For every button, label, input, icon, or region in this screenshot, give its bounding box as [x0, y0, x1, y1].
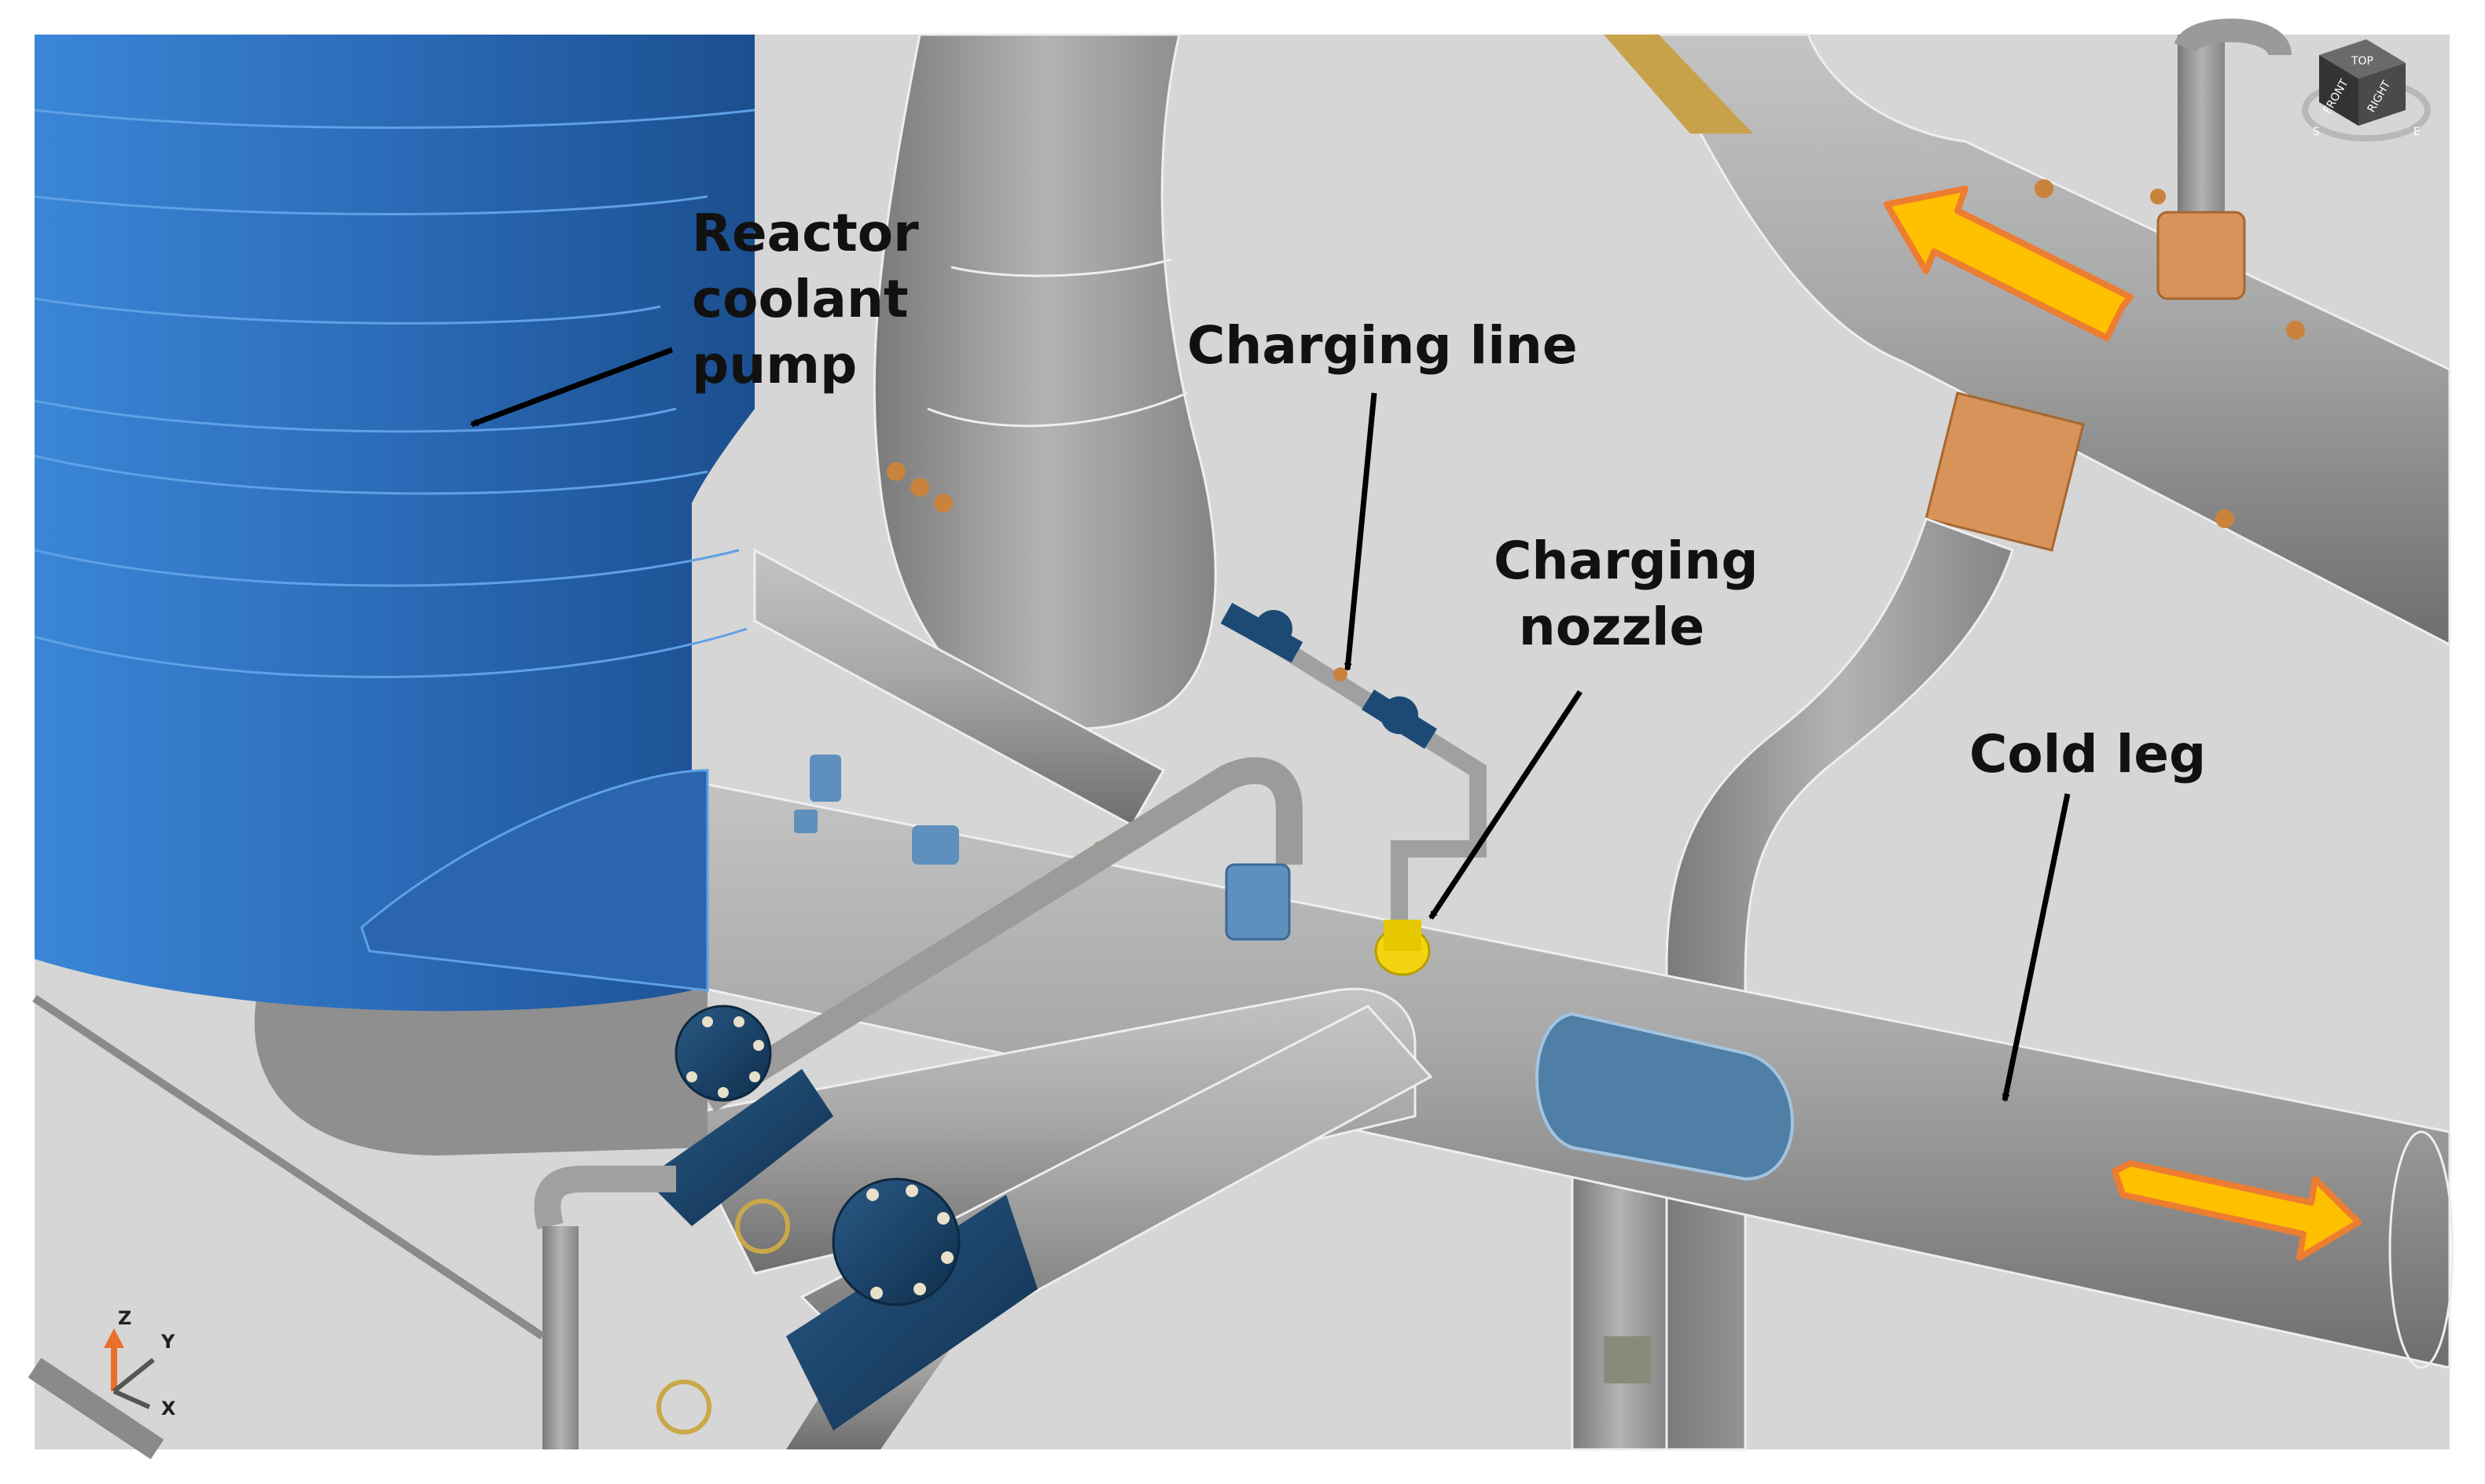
view-cube[interactable]: TOP FRONT RIGHT S E: [2302, 39, 2431, 141]
axis-x-label: X: [161, 1398, 176, 1420]
flow-arrow-lower: [2112, 1160, 2362, 1261]
axis-z-label: Z: [118, 1307, 131, 1329]
charging-nozzle-label: Charging nozzle: [1494, 528, 1759, 660]
pump-label-line-1: Reactor: [692, 203, 919, 263]
reactor-coolant-pump: [34, 35, 755, 1012]
flow-arrow-upper: [1884, 186, 2134, 341]
charging-nozzle-label-line-2: nozzle: [1518, 597, 1705, 657]
pump-label-line-2: coolant: [692, 269, 909, 329]
pump-label-line-3: pump: [692, 335, 858, 395]
cold-leg-leader-arrow: [2002, 793, 2071, 1102]
pump-leader-arrow: [470, 347, 674, 428]
axis-triad: Z Y X: [104, 1307, 176, 1420]
valves: [645, 1005, 1038, 1434]
charging-nozzle-leader-arrow: [1428, 690, 1583, 920]
viewcube-south-letter[interactable]: S: [2313, 126, 2320, 138]
charging-line-leader-arrow: [1344, 392, 1377, 671]
axis-y-label: Y: [160, 1331, 175, 1353]
viewcube-east-letter[interactable]: E: [2413, 126, 2421, 138]
viewcube-top-face[interactable]: TOP: [2351, 55, 2373, 68]
leader-arrows: [470, 347, 2071, 1102]
charging-nozzle: [1374, 920, 1431, 976]
charging-line-label: Charging line: [1187, 315, 1578, 376]
flow-arrows: [1884, 186, 2362, 1261]
reactor-coolant-pump-label: Reactor coolant pump: [692, 200, 919, 399]
model-geometry: [28, 18, 2454, 1460]
charging-nozzle-label-line-1: Charging: [1494, 531, 1759, 591]
cold-leg-label: Cold leg: [1969, 724, 2207, 784]
